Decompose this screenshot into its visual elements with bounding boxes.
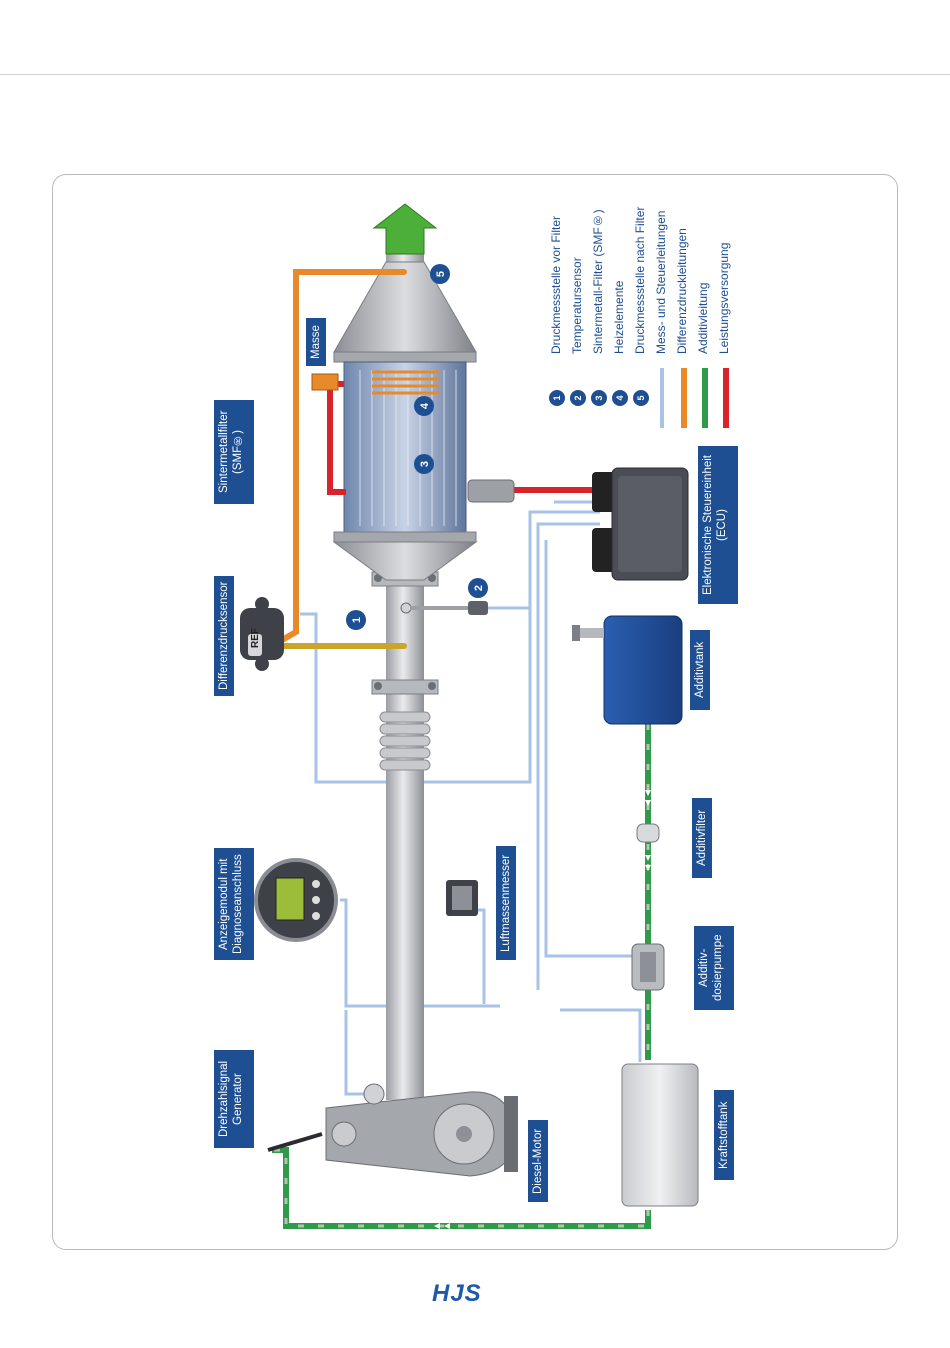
label-luftmassenmesser: Luftmassenmesser [496,846,516,960]
legend-line-text-4: Leistungsversorgung [717,242,731,354]
legend-num-3: 3 [594,395,604,400]
legend-num-4: 4 [615,395,625,400]
fuel-tank [621,1063,699,1207]
hjs-logo: HJS [432,1280,482,1307]
svg-text:3: 3 [419,461,431,467]
label-ecu: Elektronische Steuereinheit (ECU) [698,446,738,604]
additive-lines [272,724,651,1229]
legend-line-text-1: Mess- und Steuerleitungen [654,210,668,354]
ref-label: REF [250,628,261,648]
label-additivdosierpumpe: Additiv-dosierpumpe [694,926,734,1010]
ecu-unit [592,467,689,581]
dpf-housing [332,261,478,581]
additive-tank [572,615,683,725]
legend-text-3: Sintermetall-Filter (SMF®) [591,209,605,354]
legend-text-1: Druckmessstelle vor Filter [549,215,563,354]
legend-markers [549,390,649,406]
legend-text-2: Temperatursensor [570,257,584,354]
legend-num-1: 1 [552,395,562,400]
legend-num-5: 5 [636,395,646,400]
display-module [254,858,338,942]
flow-arrows [434,790,651,1229]
legend-line-text-3: Additivleitung [696,282,710,354]
dosing-pump [631,943,665,991]
pressure-lines [273,269,407,649]
marker-3: 3 [414,454,434,474]
legend-swatches [660,368,729,428]
svg-text:4: 4 [419,402,431,409]
label-diesel-motor: Diesel-Motor [528,1120,548,1202]
legend-line-text-2: Differenzdruckleitungen [675,228,689,354]
differential-pressure-sensor [240,597,284,671]
legend-num-2: 2 [573,395,583,400]
label-masse: Masse [306,318,326,366]
svg-text:5: 5 [435,271,447,277]
generator-cable [267,1132,323,1152]
top-divider [0,74,950,75]
svg-text:2: 2 [473,585,485,591]
label-additivfilter: Additivfilter [692,798,712,878]
legend-text-4: Heizelemente [612,280,626,354]
marker-5: 5 [430,264,450,284]
marker-1: 1 [346,610,366,630]
additive-filter [636,823,660,843]
marker-2: 2 [468,578,488,598]
label-differenzdrucksensor: Differenzdrucksensor [214,576,234,696]
heater-terminal [311,373,339,391]
label-kraftstofftank: Kraftstofftank [714,1090,734,1180]
svg-text:1: 1 [351,617,363,623]
marker-4: 4 [414,396,434,416]
diesel-engine [325,1083,518,1177]
air-mass-meter [446,880,478,916]
label-drehzahlsignal: Drehzahlsignal Generator [214,1050,254,1148]
label-additivtank: Additivtank [690,630,710,710]
power-gland [467,479,515,503]
label-anzeigemodul: Anzeigemodul mit Diagnoseanschluss [214,848,254,960]
temperature-sensor [400,601,488,615]
exhaust-arrow [372,203,438,255]
legend-text-5: Druckmessstelle nach Filter [633,206,647,354]
label-sintermetallfilter: Sintermetallfilter (SMF®) [214,400,254,504]
